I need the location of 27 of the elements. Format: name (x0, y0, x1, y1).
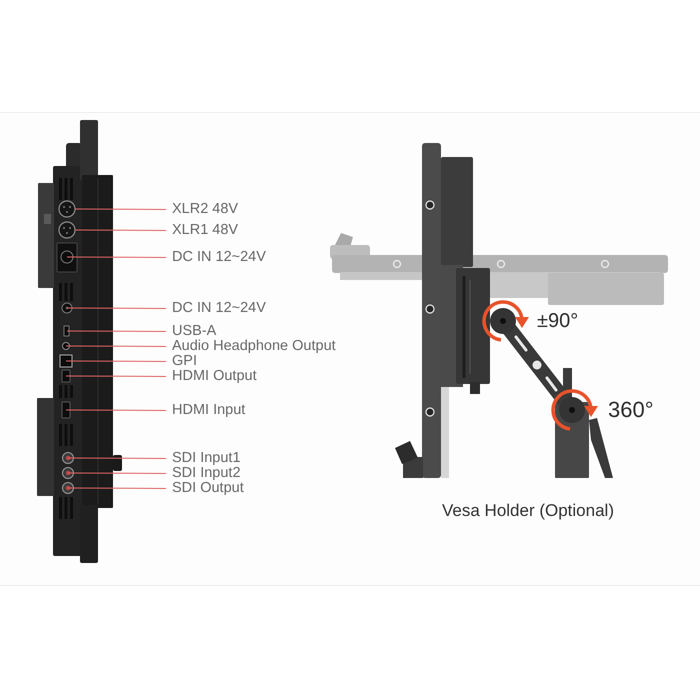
leader-line (66, 346, 166, 347)
port-label: USB-A (166, 324, 216, 339)
leader-line (68, 488, 166, 489)
leader-line (66, 376, 166, 377)
leader-line (74, 208, 166, 210)
leader-line (66, 360, 166, 362)
leader-line (66, 308, 166, 309)
angle-label: 360° (608, 396, 654, 424)
port-label: HDMI Output (166, 369, 257, 384)
caption-text: Vesa Holder (Optional) (442, 500, 614, 522)
leader-line (68, 472, 166, 474)
leader-line (74, 230, 166, 231)
port-label: DC IN 12~24V (166, 301, 266, 316)
angle-label: ±90° (537, 309, 578, 334)
leader-line (66, 256, 166, 258)
port-label: Audio Headphone Output (166, 339, 336, 354)
port-label: GPI (166, 354, 197, 369)
leader-line (66, 410, 166, 411)
leader-line (66, 330, 166, 332)
leader-line (68, 458, 166, 459)
port-label: DC IN 12~24V (166, 250, 266, 265)
port-label: SDI Output (166, 481, 244, 496)
port-label: SDI Input1 (166, 451, 241, 466)
port-label: HDMI Input (166, 403, 246, 418)
port-label: XLR1 48V (166, 223, 238, 238)
port-label: SDI Input2 (166, 466, 241, 481)
port-label: XLR2 48V (166, 202, 238, 217)
